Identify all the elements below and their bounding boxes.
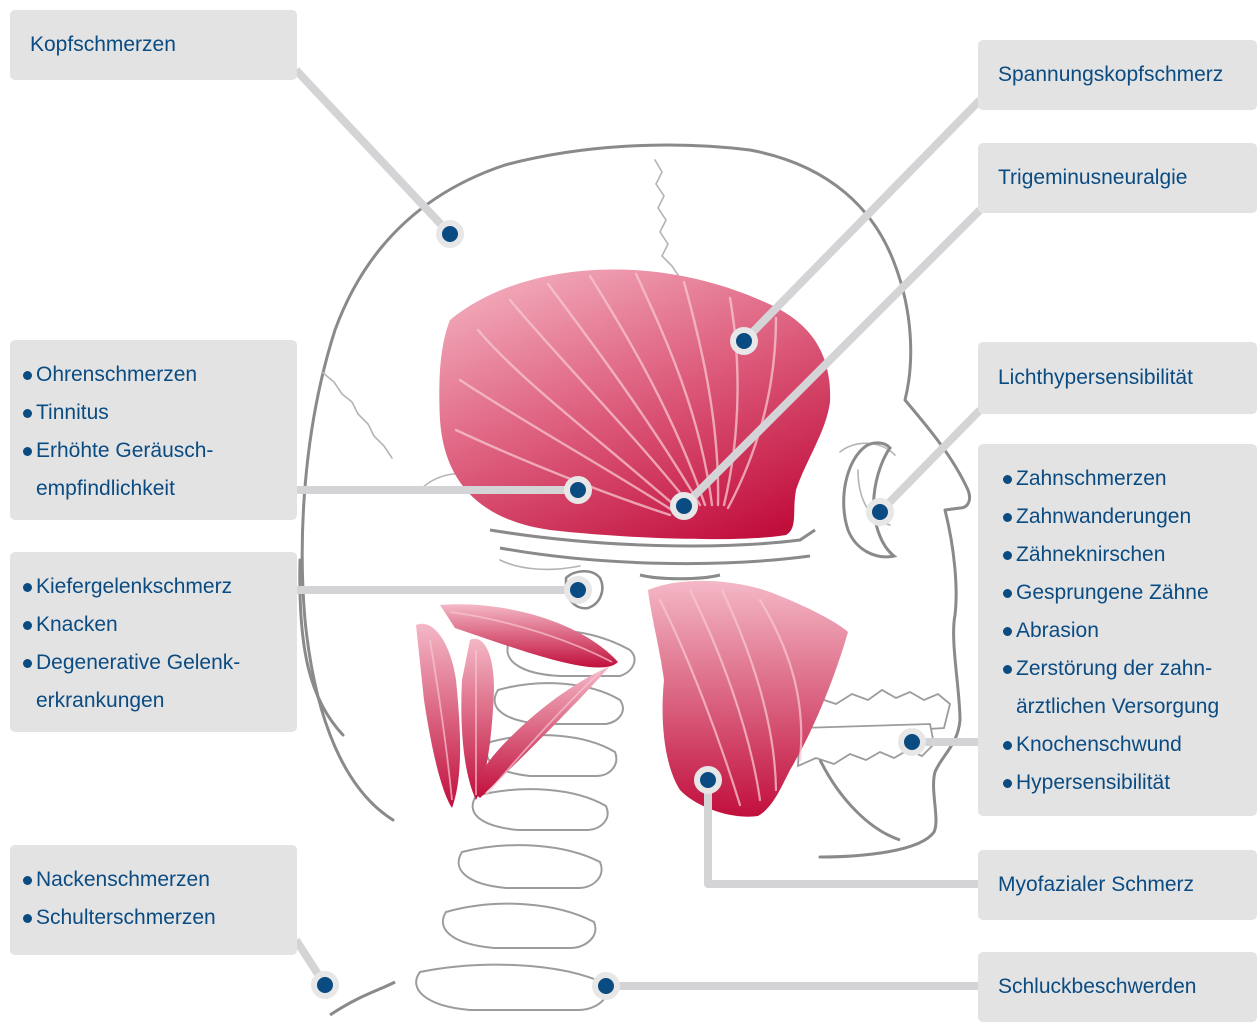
marker-dot-trigeminusneuralgie <box>673 495 695 517</box>
kiefer-symptom-list: Kiefergelenkschmerz Knacken Degenerative… <box>36 574 240 726</box>
list-item: Hypersensibilität <box>1016 770 1219 808</box>
label-box-nacken: Nackenschmerzen Schulterschmerzen <box>10 845 297 955</box>
label-box-zahn: Zahnschmerzen Zahnwanderungen Zähneknirs… <box>978 444 1257 816</box>
label-box-kopfschmerzen: Kopfschmerzen <box>10 10 297 80</box>
label-kopfschmerzen: Kopfschmerzen <box>10 33 297 57</box>
zahn-symptom-list: Zahnschmerzen Zahnwanderungen Zähneknirs… <box>1016 466 1219 808</box>
list-item: Knochenschwund <box>1016 732 1219 770</box>
label-box-lichthypersensibilitaet: Lichthypersensibilität <box>978 342 1257 414</box>
masseter-muscle <box>648 581 848 817</box>
marker-dot-lichthypersensibilitaet <box>869 501 891 523</box>
connector-spannungskopfschmerz <box>744 100 980 341</box>
connector-kopfschmerzen <box>296 70 450 234</box>
list-item: Kiefergelenkschmerz <box>36 574 240 612</box>
list-item: Zahnschmerzen <box>1016 466 1219 504</box>
shoulder-line <box>330 982 395 1015</box>
marker-dot-ohr <box>567 479 589 501</box>
list-item-continuation: ärztlichen Versorgung <box>1016 694 1219 732</box>
marker-dot-schluck <box>595 975 617 997</box>
label-box-ohr: Ohrenschmerzen Tinnitus Erhöhte Geräusch… <box>10 340 297 520</box>
list-item: Nackenschmerzen <box>36 867 216 905</box>
list-item: Zähneknirschen <box>1016 542 1219 580</box>
label-box-spannungskopfschmerz: Spannungskopfschmerz <box>978 40 1257 110</box>
list-item: Erhöhte Geräusch- <box>36 438 213 476</box>
connector-lichthypersensibilitaet <box>880 410 980 512</box>
marker-dot-zahn <box>901 731 923 753</box>
list-item: Zerstörung der zahn- <box>1016 656 1219 694</box>
label-box-schluckbeschwerden: Schluckbeschwerden <box>978 952 1257 1022</box>
label-myofazialer-schmerz: Myofazialer Schmerz <box>978 873 1257 897</box>
list-item: Degenerative Gelenk- <box>36 650 240 688</box>
list-item: Gesprungene Zähne <box>1016 580 1219 618</box>
list-item-continuation: empfindlichkeit <box>36 476 213 514</box>
ohr-symptom-list: Ohrenschmerzen Tinnitus Erhöhte Geräusch… <box>36 362 213 514</box>
marker-dot-myofazial <box>697 769 719 791</box>
label-schluckbeschwerden: Schluckbeschwerden <box>978 975 1257 999</box>
marker-dot-kopfschmerzen <box>439 223 461 245</box>
nacken-symptom-list: Nackenschmerzen Schulterschmerzen <box>36 867 216 943</box>
label-box-trigeminusneuralgie: Trigeminusneuralgie <box>978 143 1257 213</box>
label-lichthypersensibilitaet: Lichthypersensibilität <box>978 366 1257 390</box>
label-trigeminusneuralgie: Trigeminusneuralgie <box>978 166 1257 190</box>
label-spannungskopfschmerz: Spannungskopfschmerz <box>978 63 1257 87</box>
marker-dot-nacken <box>314 974 336 996</box>
mandible-outline <box>820 760 900 840</box>
label-box-kiefergelenk: Kiefergelenkschmerz Knacken Degenerative… <box>10 552 297 732</box>
list-item: Zahnwanderungen <box>1016 504 1219 542</box>
list-item: Tinnitus <box>36 400 213 438</box>
list-item: Schulterschmerzen <box>36 905 216 943</box>
list-item: Abrasion <box>1016 618 1219 656</box>
list-item-continuation: erkrankungen <box>36 688 240 726</box>
label-box-myofazial: Myofazialer Schmerz <box>978 850 1257 920</box>
list-item: Knacken <box>36 612 240 650</box>
list-item: Ohrenschmerzen <box>36 362 213 400</box>
marker-dot-kiefergelenk <box>567 579 589 601</box>
marker-dot-spannungskopfschmerz <box>733 330 755 352</box>
